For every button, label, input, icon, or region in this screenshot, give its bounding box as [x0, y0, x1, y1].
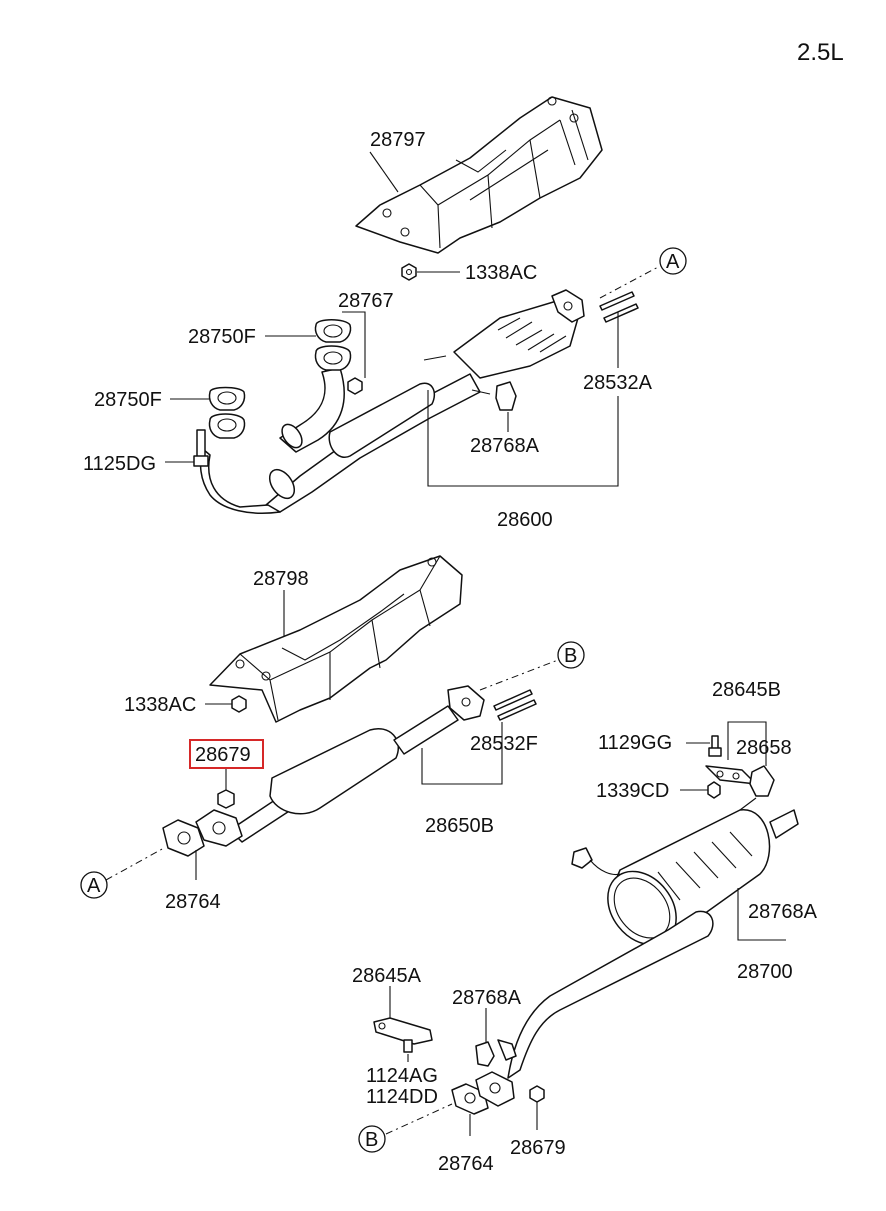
- part-label-28764-a: 28764: [165, 891, 221, 913]
- callout-b-upper-text: B: [564, 645, 577, 667]
- callout-b-lower-text: B: [365, 1129, 378, 1151]
- gasket-28750f-upper: [314, 319, 352, 343]
- part-label-1338ac-mid: 1338AC: [124, 694, 196, 716]
- callout-a-top-text: A: [666, 251, 680, 273]
- leader-28767: [342, 311, 366, 378]
- part-label-1129gg: 1129GG: [598, 732, 672, 754]
- part-label-28532f: 28532F: [470, 733, 538, 755]
- part-label-28750f-a: 28750F: [188, 326, 256, 348]
- leader-28600: [427, 390, 619, 487]
- leader-28645b: [727, 721, 767, 766]
- part-label-28768a-top: 28768A: [470, 435, 540, 457]
- center-pipe-assembly: [195, 685, 537, 847]
- callout-a-lower-line: [105, 847, 165, 881]
- part-label-28798: 28798: [253, 568, 309, 590]
- gasket-28750f-lower-2: [208, 413, 246, 439]
- gasket-28750f-lower: [208, 386, 246, 411]
- nut-28767: [347, 377, 363, 395]
- part-label-28768a-low: 28768A: [452, 987, 522, 1009]
- part-label-28750f-b: 28750F: [94, 389, 162, 411]
- part-label-28767: 28767: [338, 290, 394, 312]
- highlight-box-28679[interactable]: [189, 739, 264, 769]
- gasket-28764-a: [162, 819, 205, 857]
- nut-28679-low: [529, 1085, 545, 1103]
- callout-b-lower-line: [385, 1103, 453, 1135]
- leader-28700: [737, 888, 786, 941]
- nut-1338ac-mid: [231, 695, 247, 713]
- hanger-28768a-low: [475, 1041, 495, 1067]
- part-label-28600: 28600: [497, 509, 553, 531]
- leader-28650b: [421, 722, 503, 785]
- part-label-28658: 28658: [736, 737, 792, 759]
- gasket-28750f-upper-2: [314, 345, 352, 371]
- heat-shield-middle: [209, 555, 463, 723]
- muffler-assembly: [497, 797, 799, 1079]
- callout-b-upper: [557, 641, 585, 669]
- nut-28679: [217, 789, 235, 809]
- part-label-1124dd: 1124DD: [366, 1086, 438, 1108]
- leader-28797: [369, 151, 399, 193]
- part-label-28700: 28700: [737, 961, 793, 983]
- part-label-28768a-right: 28768A: [748, 901, 818, 923]
- bracket-28645b: [705, 735, 775, 799]
- callout-a-top: [659, 247, 687, 275]
- callout-b-lower: [358, 1125, 386, 1153]
- callout-b-upper-line: [479, 659, 559, 691]
- part-label-1338ac-top: 1338AC: [465, 262, 537, 284]
- bolt-1125dg: [193, 429, 209, 467]
- part-label-28679-highlighted[interactable]: 28679: [195, 744, 251, 766]
- engine-variant-label: 2.5L: [797, 39, 844, 66]
- part-label-28532a: 28532A: [583, 372, 653, 394]
- callout-a-top-line: [599, 265, 661, 299]
- part-label-1339cd: 1339CD: [596, 780, 669, 802]
- part-label-28797: 28797: [370, 129, 426, 151]
- heat-shield-upper: [355, 96, 603, 254]
- flange-lower: [475, 1071, 515, 1107]
- bracket-28645a: [373, 1017, 433, 1053]
- part-label-28679-low: 28679: [510, 1137, 566, 1159]
- part-label-28645a: 28645A: [352, 965, 422, 987]
- part-label-28764-b: 28764: [438, 1153, 494, 1175]
- part-label-28645b: 28645B: [712, 679, 781, 701]
- part-label-1125dg: 1125DG: [83, 453, 156, 475]
- callout-a-lower-text: A: [87, 875, 101, 897]
- callout-a-lower: [80, 871, 108, 899]
- part-label-1124ag: 1124AG: [366, 1065, 438, 1087]
- nut-1338ac-top: [401, 263, 417, 281]
- part-label-28650b: 28650B: [425, 815, 494, 837]
- front-pipe-assembly: [199, 289, 639, 514]
